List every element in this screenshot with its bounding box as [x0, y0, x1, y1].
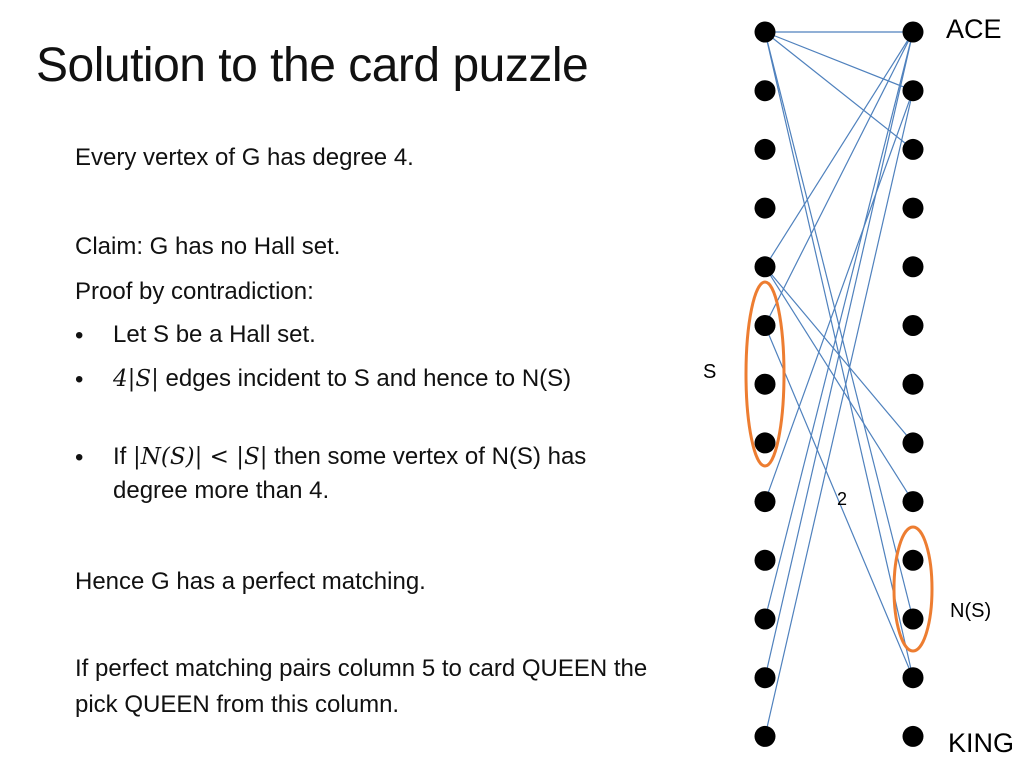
left-vertex-column — [754, 21, 776, 747]
left-vertex — [754, 197, 776, 219]
left-vertex — [754, 491, 776, 513]
graph-edge — [764, 31, 914, 150]
label-ns: N(S) — [950, 600, 991, 622]
bullet-text-rest: then some vertex of N(S) has degree more… — [113, 443, 587, 504]
left-vertex — [754, 432, 776, 454]
graph-edge — [764, 325, 914, 678]
graph-edge — [764, 266, 914, 502]
right-vertex — [902, 725, 924, 747]
conclusion-statement: Hence G has a perfect matching. — [75, 568, 426, 595]
right-vertex — [902, 549, 924, 571]
graph-edge — [764, 31, 914, 92]
right-vertex — [902, 608, 924, 630]
graph-edge — [764, 31, 914, 620]
left-vertex — [754, 315, 776, 336]
label-s: S — [703, 361, 716, 383]
proof-heading: Proof by contradiction: — [75, 278, 314, 305]
right-vertex — [902, 315, 924, 336]
right-vertex — [902, 432, 924, 454]
right-vertex — [902, 21, 924, 43]
edge-group — [764, 31, 914, 737]
right-vertex — [902, 197, 924, 219]
bullet-dot: • — [75, 444, 84, 471]
slide-title: Solution to the card puzzle — [36, 39, 589, 92]
label-king: KING — [948, 728, 1014, 758]
bullet-text: 4|S| edges incident to S and hence to N(… — [113, 362, 633, 396]
right-vertex — [902, 138, 924, 160]
left-vertex — [754, 80, 776, 102]
graph-edge — [764, 31, 914, 678]
right-vertex — [902, 80, 924, 102]
neighborhood-ns-ellipse — [892, 525, 934, 653]
graph-edge — [764, 31, 914, 268]
hall-set-s-ellipse — [744, 280, 786, 468]
right-vertex — [902, 373, 924, 395]
left-vertex — [754, 373, 776, 395]
bullet-text: Let S be a Hall set. — [113, 321, 316, 348]
left-vertex — [754, 256, 776, 278]
math-expression: |N(S)| < |S| — [133, 444, 268, 470]
right-vertex — [902, 491, 924, 513]
edge-weight-label: 2 — [837, 489, 847, 509]
bullet-dot: • — [75, 322, 84, 349]
left-vertex — [754, 138, 776, 160]
graph-edge — [764, 31, 914, 326]
bullet-text: If |N(S)| < |S| then some vertex of N(S)… — [113, 440, 633, 508]
left-vertex — [754, 21, 776, 43]
left-vertex — [754, 608, 776, 630]
right-vertex-column — [902, 21, 924, 747]
queen-text: If perfect matching pairs column 5 to ca… — [75, 655, 648, 718]
left-vertex — [754, 667, 776, 689]
left-vertex — [754, 725, 776, 747]
label-ace: ACE — [946, 14, 1002, 44]
left-vertex — [754, 549, 776, 571]
right-vertex — [902, 667, 924, 689]
bullet-text-rest: edges incident to S and hence to N(S) — [158, 365, 572, 392]
graph-edge — [764, 90, 914, 502]
math-expression: 4|S| — [113, 366, 159, 392]
right-vertex — [902, 256, 924, 278]
claim-statement: Claim: G has no Hall set. — [75, 233, 341, 260]
degree-statement: Every vertex of G has degree 4. — [75, 144, 414, 171]
bullet-dot: • — [75, 366, 84, 393]
bullet-prefix: If — [113, 443, 134, 470]
graph-edge — [764, 90, 914, 737]
